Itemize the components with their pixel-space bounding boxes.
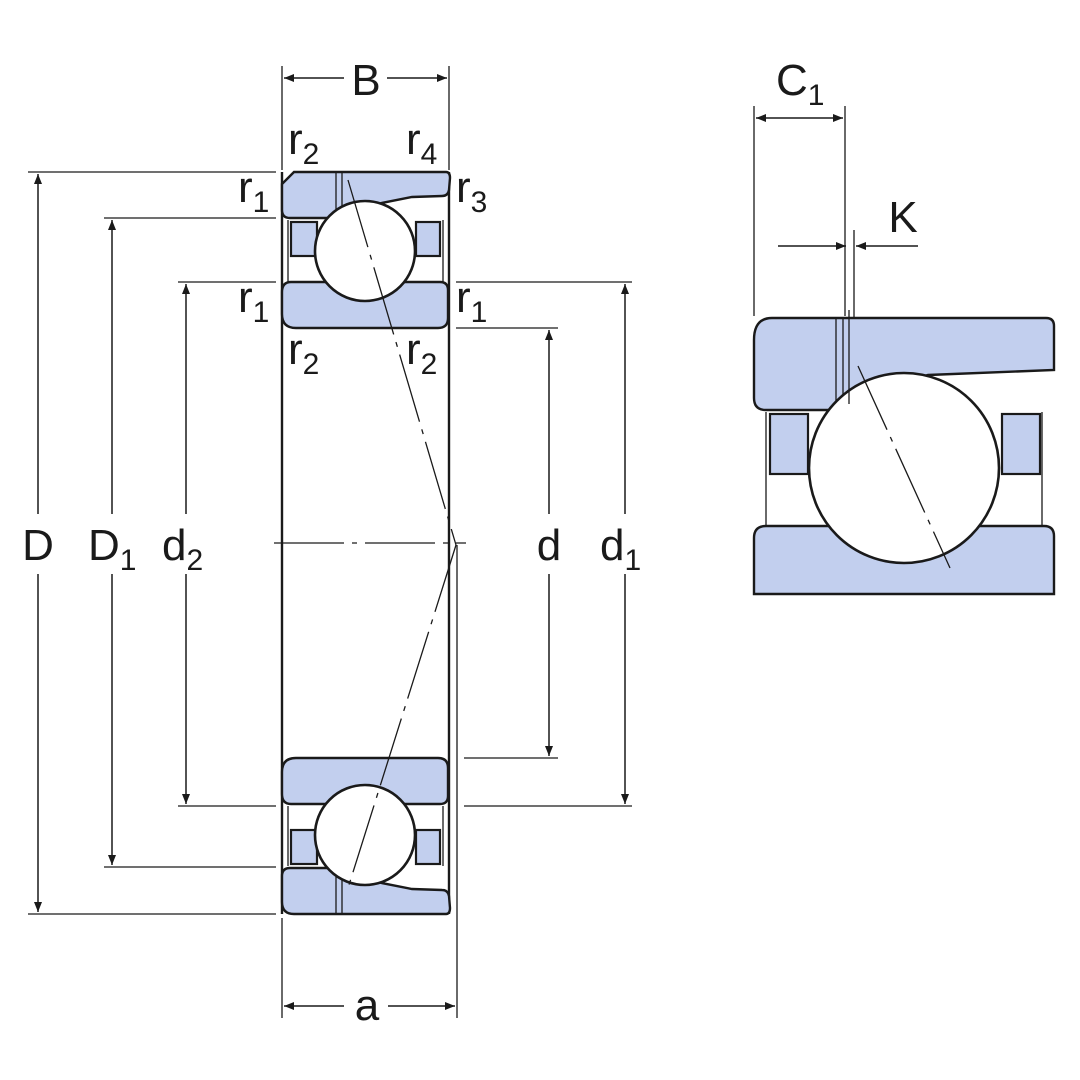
dim-C1-base: C xyxy=(776,56,808,105)
dim-d1-label: d1 xyxy=(600,521,641,577)
inner-ring-top xyxy=(280,280,450,330)
r4-base: r xyxy=(406,115,421,164)
dim-D1-sub: 1 xyxy=(120,544,137,577)
detail-contact-line xyxy=(857,365,951,569)
label-r3: r3 xyxy=(456,163,487,219)
dim-d1-sub: 1 xyxy=(624,544,641,577)
label-r2-bottom-right: r2 xyxy=(406,325,437,381)
contact-line-bottom xyxy=(347,544,457,889)
r4-sub: 4 xyxy=(421,138,438,171)
dim-D-label: D xyxy=(22,521,54,570)
dim-D1: D1 xyxy=(88,217,276,868)
r2-sub: 2 xyxy=(303,348,320,381)
r3-base: r xyxy=(456,163,471,212)
dim-B-label: B xyxy=(351,56,380,105)
outer-ring-top xyxy=(280,170,452,220)
main-section xyxy=(274,170,466,1018)
dim-d2-sub: 2 xyxy=(186,544,203,577)
r2-base: r xyxy=(406,325,421,374)
label-r1-mid-left: r1 xyxy=(238,273,269,329)
detail-view xyxy=(752,230,1056,596)
dim-C1-sub: 1 xyxy=(808,79,825,112)
radius-labels: r2 r4 r1 r3 r1 r1 r2 r2 xyxy=(238,115,487,381)
dim-D1-base: D xyxy=(88,521,120,570)
label-r4: r4 xyxy=(406,115,437,171)
dim-d-label: d xyxy=(537,521,561,570)
dim-d1-base: d xyxy=(600,521,624,570)
r1-sub: 1 xyxy=(471,296,488,329)
r2-base: r xyxy=(288,325,303,374)
dim-d1: d1 xyxy=(456,281,641,807)
cage-bottom-left xyxy=(289,828,319,866)
dim-d2-label: d2 xyxy=(162,521,203,577)
dim-D: D xyxy=(22,171,276,915)
dim-B: B xyxy=(281,56,450,170)
detail-outer-ring xyxy=(752,316,1056,412)
r3-sub: 3 xyxy=(471,186,488,219)
label-r2-top-left: r2 xyxy=(288,115,319,171)
outer-ring-bottom xyxy=(280,866,452,916)
cage-bottom-right xyxy=(414,828,442,866)
dim-D1-label: D1 xyxy=(88,521,136,577)
ball-top xyxy=(313,199,417,303)
dim-a-label: a xyxy=(355,981,380,1030)
dim-K: K xyxy=(778,193,918,250)
r1-base: r xyxy=(238,163,253,212)
label-r1-mid-right: r1 xyxy=(456,273,487,329)
dim-d2: d2 xyxy=(162,281,276,807)
detail-cage-left xyxy=(768,412,810,476)
r2-sub: 2 xyxy=(303,138,320,171)
label-r1-top: r1 xyxy=(238,163,269,219)
cage-top-left xyxy=(289,220,319,258)
dim-K-label: K xyxy=(888,193,917,242)
r1-sub: 1 xyxy=(253,296,270,329)
dim-d2-base: d xyxy=(162,521,186,570)
r2-base: r xyxy=(288,115,303,164)
inner-ring-bottom xyxy=(280,756,450,806)
detail-cage-right xyxy=(1000,412,1042,476)
r1-sub: 1 xyxy=(253,186,270,219)
r2-sub: 2 xyxy=(421,348,438,381)
dim-d: d xyxy=(456,327,561,759)
cage-top-right xyxy=(414,220,442,258)
dim-C1: C1 xyxy=(753,56,846,316)
r1-base: r xyxy=(238,273,253,322)
dim-a: a xyxy=(281,918,455,1030)
label-r2-bottom-left: r2 xyxy=(288,325,319,381)
r1-base: r xyxy=(456,273,471,322)
dim-C1-label: C1 xyxy=(776,56,824,112)
contact-line-top xyxy=(347,179,457,546)
